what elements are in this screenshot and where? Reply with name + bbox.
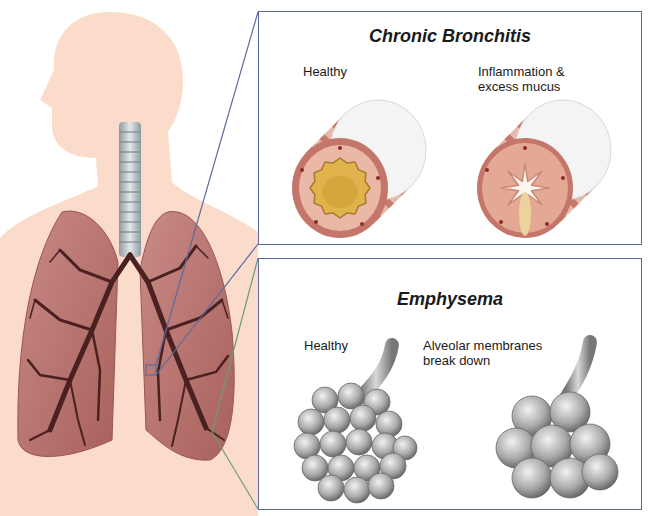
- state-label: Alveolar membranes break down: [423, 338, 558, 368]
- state-label: Healthy: [304, 338, 384, 353]
- panel-title: Chronic Bronchitis: [259, 26, 641, 47]
- inset-panel: Emphysema: [258, 258, 642, 510]
- panel-title: Emphysema: [259, 289, 641, 310]
- state-label: Inflammation & excess mucus: [478, 64, 582, 94]
- state-label: Healthy: [303, 64, 383, 79]
- inset-panel: Chronic Bronchitis: [258, 11, 642, 245]
